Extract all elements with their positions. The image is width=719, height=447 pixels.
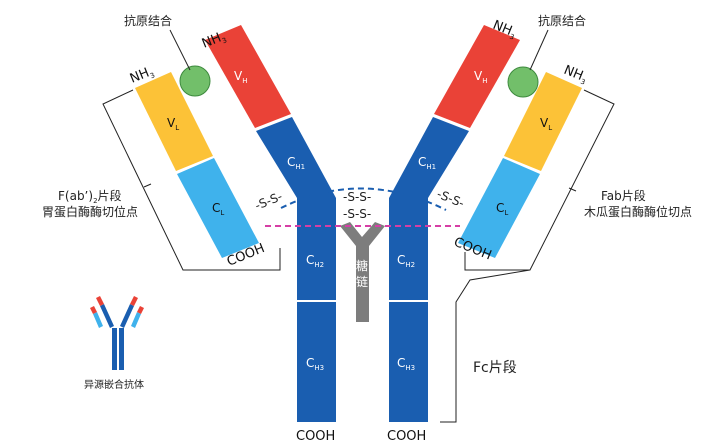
left-vh-label: VH — [234, 69, 247, 85]
chimeric-antibody-icon — [90, 296, 144, 370]
left-light-vl-domain — [135, 72, 213, 171]
right-cl-label: CL — [496, 201, 508, 217]
right-heavy-ch1-domain — [389, 117, 469, 198]
fc-bracket — [440, 269, 531, 423]
right-antigen-pointer — [529, 29, 549, 71]
antigen-binding-label-right: 抗原结合 — [538, 13, 586, 28]
pepsin-cleavage-line — [280, 187, 447, 211]
left-ch2-label: CH2 — [306, 253, 324, 269]
left-ch3-label: CH3 — [306, 356, 324, 372]
left-heavy-ch3-domain — [297, 302, 336, 422]
fab-bracket-pointer — [568, 187, 577, 192]
right-heavy-vh-domain — [434, 25, 520, 128]
chimeric-antibody-label: 异源嵌合抗体 — [84, 378, 144, 391]
left-light-cl-domain — [177, 158, 259, 258]
pepsin-site-label: 胃蛋白酶酶切位点 — [42, 204, 138, 219]
left-antigen-pointer — [169, 29, 191, 71]
fc-fragment-label: Fc片段 — [473, 360, 517, 376]
right-antigen-circle — [507, 66, 539, 98]
left-cl-label: CL — [212, 201, 224, 217]
left-light-nh3-label: NH3 — [128, 64, 156, 88]
fab-fragment-label: Fab片段 — [601, 188, 646, 203]
right-heavy-ch2-domain — [389, 198, 428, 300]
hinge-disulfide-bond-1: -S-S- — [343, 190, 371, 204]
left-ch1-label: CH1 — [287, 155, 305, 171]
right-heavy-nh3-label: NH3 — [490, 18, 518, 42]
left-disulfide-bond: -S-S- — [253, 189, 284, 213]
sugar-chain-label-1: 糖 — [356, 258, 368, 273]
left-heavy-ch2-domain — [297, 198, 336, 300]
left-heavy-vh-domain — [205, 25, 291, 128]
fab2-bracket — [102, 89, 281, 271]
sugar-chain-label-2: 链 — [356, 274, 368, 289]
sugar-chain-shape — [340, 222, 385, 322]
right-vh-label: VH — [474, 69, 487, 85]
papain-site-label: 木瓜蛋白酶酶位切点 — [584, 204, 692, 219]
left-heavy-cooh-label: COOH — [296, 429, 335, 444]
hinge-disulfide-bond-2: -S-S- — [343, 207, 371, 221]
left-heavy-ch1-domain — [256, 117, 336, 198]
fab2-bracket-pointer — [143, 183, 152, 188]
left-vl-label: VL — [167, 116, 179, 132]
right-heavy-cooh-label: COOH — [387, 429, 426, 444]
left-heavy-nh3-label: NH3 — [200, 29, 228, 53]
right-heavy-ch3-domain — [389, 302, 428, 422]
right-ch1-label: CH1 — [418, 155, 436, 171]
right-light-vl-domain — [504, 72, 582, 171]
right-light-nh3-label: NH3 — [561, 63, 589, 87]
antigen-binding-label-left: 抗原结合 — [124, 13, 172, 28]
right-ch2-label: CH2 — [397, 253, 415, 269]
fab2-fragment-label: F(ab’)2片段 — [58, 188, 122, 205]
right-light-cl-domain — [458, 158, 540, 258]
left-antigen-circle — [179, 65, 211, 97]
right-ch3-label: CH3 — [397, 356, 415, 372]
right-vl-label: VL — [540, 116, 552, 132]
